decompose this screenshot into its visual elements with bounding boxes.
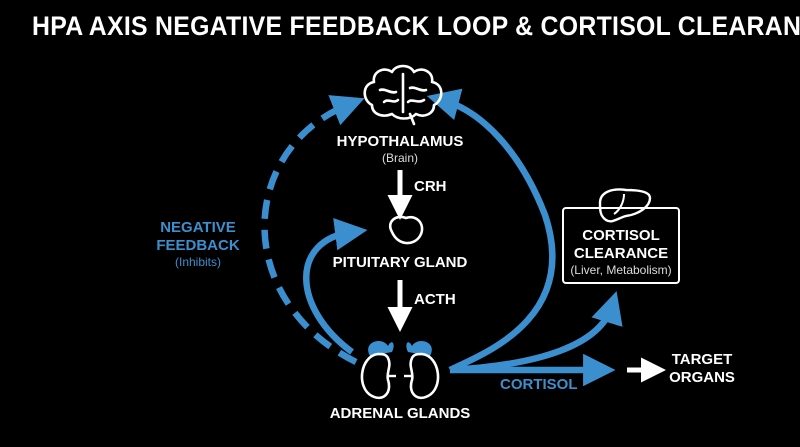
pituitary-label: PITUITARY GLAND [332, 254, 468, 271]
cortisol-label: CORTISOL [500, 376, 578, 393]
hypothalamus-sub: (Brain) [381, 151, 418, 165]
cortisol-loop-arrow [426, 88, 556, 373]
negative-feedback-label-1: NEGATIVE [160, 219, 236, 236]
adrenal-label: ADRENAL GLANDS [329, 405, 471, 422]
cortisol-clearance-box [562, 207, 680, 284]
pituitary-gland-icon [388, 215, 424, 245]
clearance-sub: (Liver, Metabolism) [570, 263, 672, 277]
hypothalamus-label: HYPOTHALAMUS [336, 133, 464, 150]
brain-icon [363, 64, 443, 126]
target-organs-label-2: ORGANS [669, 369, 735, 386]
clearance-label-1: CORTISOL [582, 227, 660, 244]
negative-feedback-sub: (Inhibits) [174, 255, 221, 269]
liver-icon [598, 188, 652, 223]
negative-feedback-label-2: FEEDBACK [156, 237, 240, 254]
adrenal-glands-icon [360, 341, 440, 400]
negative-feedback-dashed-arrow [261, 95, 365, 365]
page-title: HPA AXIS NEGATIVE FEEDBACK LOOP & CORTIS… [32, 11, 800, 41]
target-organs-label-1: TARGET [671, 351, 733, 368]
acth-label: ACTH [414, 291, 456, 308]
clearance-label-2: CLEARANCE [573, 245, 669, 262]
feedback-pituitary-arrow [303, 218, 368, 355]
crh-label: CRH [414, 178, 447, 195]
